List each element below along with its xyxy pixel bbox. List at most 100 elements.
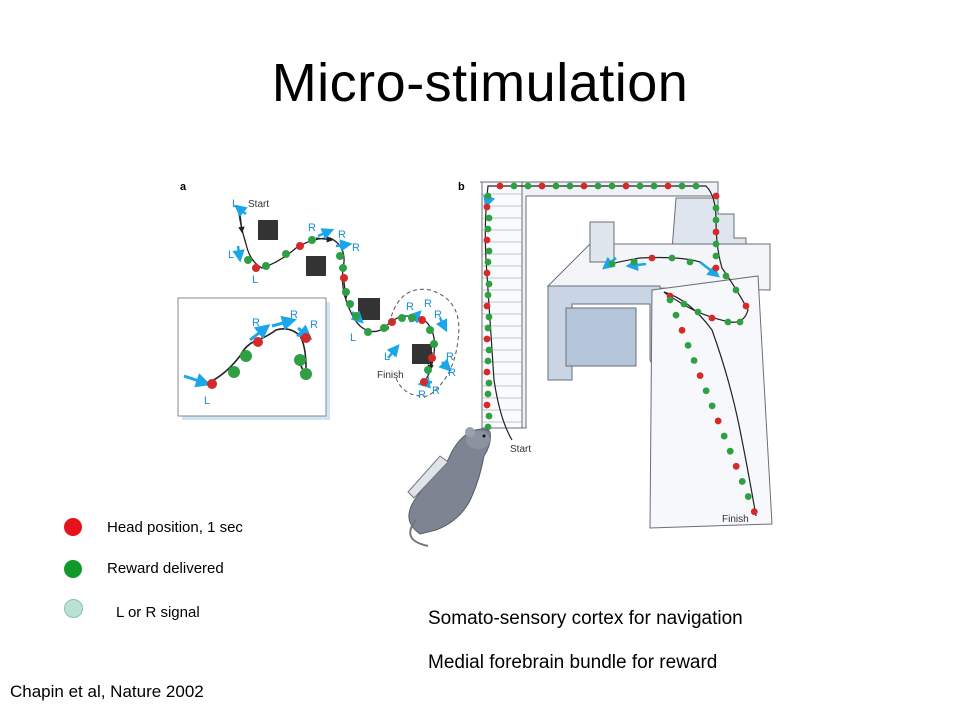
path-b-dot [712,252,720,260]
path-b-dot [712,264,720,272]
path-b-dot [726,447,734,455]
svg-text:R: R [424,298,432,310]
svg-text:R: R [432,385,440,397]
legend-reward-dot [64,560,82,578]
svg-text:R: R [446,351,454,363]
path-b-dot [672,311,680,319]
path-b-dot [648,254,656,262]
path-b-dot [552,182,560,190]
path-b-dot [712,216,720,224]
path-b-dot [702,387,710,395]
path-b-dot [712,192,720,200]
path-b-dot [485,346,493,354]
path-b-dot [636,182,644,190]
path-b-dot [496,182,504,190]
path-b-dot [483,236,491,244]
signal-labels-a: L L L R R R L L R R R R R R R [228,198,456,401]
path-b-dot [692,182,700,190]
path-b-dot [485,280,493,288]
path-b-dot [485,214,493,222]
legend-head-position-label: Head position, 1 sec [107,519,243,536]
svg-text:R: R [338,229,346,241]
rat-illustration [407,427,491,547]
path-b-dot [622,182,630,190]
svg-text:L: L [384,351,390,363]
path-b-dot [483,401,491,409]
dots-b [483,182,758,516]
path-b-dot [484,357,492,365]
svg-text:R: R [406,301,414,313]
path-b-dot [485,379,493,387]
path-b-dot [608,260,616,268]
path-b-dot [714,417,722,425]
finish-label-b: Finish [722,514,749,525]
path-b-dot [732,462,740,470]
svg-text:R: R [448,367,456,379]
maze-structure [480,181,773,529]
path-b-dot [720,432,728,440]
svg-text:R: R [252,317,260,329]
svg-text:L: L [252,274,258,286]
path-b-dot [485,412,493,420]
path-b-dot [678,182,686,190]
legend-signal-label: L or R signal [116,604,200,621]
path-b-dot [510,182,518,190]
svg-text:R: R [352,242,360,254]
path-b-dot [712,204,720,212]
path-b-dot [680,300,688,308]
path-b-dot [742,302,750,310]
path-b-dot [484,291,492,299]
path-b-dot [630,258,638,266]
path-b-dot [724,318,732,326]
path-b-dot [485,313,493,321]
svg-text:L: L [204,395,210,407]
path-b-dot [686,258,694,266]
path-b-dot [744,493,752,500]
svg-text:L: L [232,198,238,210]
start-label-a: Start [248,199,269,210]
path-b-dot [650,182,658,190]
svg-text:R: R [290,309,298,321]
svg-text:R: R [418,389,426,401]
panel-b-label: b [458,181,465,193]
path-b-dot [594,182,602,190]
path-b-dot [708,402,716,410]
caption-reward: Medial forebrain bundle for reward [428,652,718,673]
path-b-dot [524,182,532,190]
path-b-dot [694,308,702,316]
dots-a [244,236,438,386]
panel-a-label: a [180,181,187,193]
svg-text:R: R [434,309,442,321]
svg-text:L: L [350,332,356,344]
legend-reward-label: Reward delivered [107,560,224,577]
svg-text:R: R [308,222,316,234]
obstacles-a [258,220,432,364]
path-b-dot [483,302,491,310]
path-b-dot [750,508,758,516]
path-b-dot [732,286,740,294]
path-b-dot [690,357,698,364]
path-b-dot [580,182,588,190]
path-b-dot [483,269,491,277]
path-b-dot [678,326,686,334]
caption-navigation: Somato-sensory cortex for navigation [428,608,743,629]
path-b-dot [484,258,492,266]
svg-text:R: R [310,319,318,331]
path-b-dot [483,368,491,376]
path-b-dot [484,423,492,431]
path-b-dot [483,203,491,211]
path-b-dot [684,341,692,349]
citation: Chapin et al, Nature 2002 [10,682,204,701]
path-b-dot [708,314,716,322]
path-b-dot [484,192,492,200]
path-b-dot [483,335,491,343]
legend-head-position-dot [64,518,82,536]
path-b-dot [484,225,492,233]
path-b-dot [712,228,720,236]
legend-signal-dot [64,599,83,618]
path-b-dot [666,296,674,304]
path-b-dot [485,247,493,255]
path-b-dot [722,272,730,280]
path-b-dot [668,254,676,262]
path-b-dot [664,182,672,190]
